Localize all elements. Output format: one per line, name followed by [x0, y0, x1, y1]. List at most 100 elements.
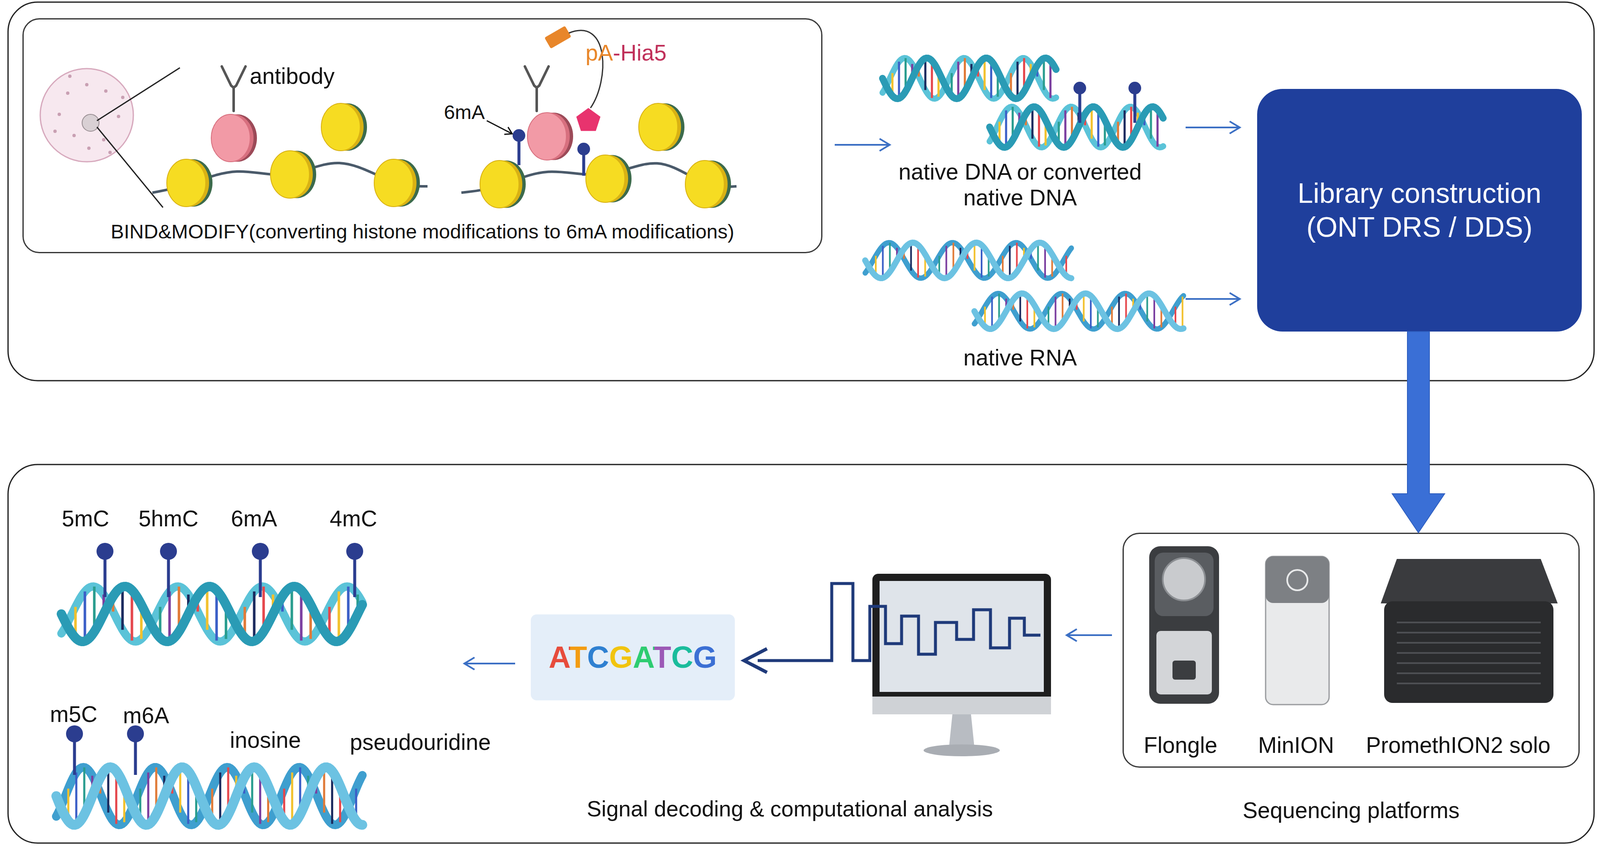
modification-pin	[160, 542, 177, 597]
device-label: Flongle	[1143, 732, 1218, 759]
helix-strand	[61, 586, 363, 642]
disc-face	[638, 103, 678, 151]
disc-face	[480, 160, 519, 208]
minion-logo	[1287, 569, 1308, 591]
base-pair	[253, 591, 256, 641]
base-pair	[1064, 110, 1067, 148]
nucleosome	[270, 150, 317, 199]
base-pair	[1004, 110, 1007, 148]
helix-strand	[882, 57, 1057, 99]
disc-face	[374, 159, 414, 207]
part-label: 6mA	[444, 100, 486, 124]
disc-face	[270, 150, 310, 199]
antibody-symbol	[524, 66, 549, 111]
promethion-body	[1384, 601, 1554, 703]
pin-head	[96, 542, 114, 560]
arrow-shaft	[1066, 634, 1112, 636]
modification-pin	[1128, 81, 1142, 123]
input-panel	[8, 2, 1595, 381]
rna-helix	[56, 766, 363, 825]
cell-speck	[53, 129, 57, 133]
modification-label: 5hmC	[138, 505, 199, 532]
flow-arrow	[1185, 292, 1240, 306]
arrow-head	[464, 657, 475, 670]
output-panel	[8, 464, 1595, 843]
modified-nucleosome	[527, 112, 574, 160]
part-label: antibody	[249, 63, 335, 90]
minion-lid	[1265, 556, 1330, 603]
flongle-port	[1162, 557, 1206, 601]
dna-helix	[882, 57, 1057, 99]
minion-body	[1265, 556, 1330, 705]
monitor-screen	[879, 580, 1044, 692]
base-pair	[957, 61, 960, 99]
nucleosome	[480, 160, 526, 208]
arrow-head	[1066, 628, 1077, 642]
flow-arrow	[1185, 121, 1240, 134]
helix-strand	[61, 586, 363, 642]
nucleosome	[321, 103, 367, 151]
promethion-grille	[1396, 631, 1541, 634]
cell-speck	[108, 150, 112, 155]
promethion-grille	[1396, 641, 1541, 644]
base-pair	[991, 296, 994, 329]
base-pair	[75, 772, 78, 825]
arrow-shaft	[834, 143, 890, 146]
nanopore-signal	[757, 583, 1041, 661]
helix-strand	[989, 106, 1164, 148]
nucleosome	[685, 160, 732, 208]
modification-label: 5mC	[61, 505, 110, 532]
base-pair	[291, 772, 294, 825]
step-label: Signal decoding & computational analysis	[586, 796, 994, 822]
dna-helix	[989, 106, 1164, 148]
base-pair	[168, 591, 172, 641]
pin-head	[577, 142, 591, 156]
cell-speck	[57, 112, 61, 116]
base-pair	[1181, 296, 1184, 329]
modification-pin	[126, 725, 144, 775]
zoom-line	[96, 67, 180, 121]
promethion-grille	[1396, 662, 1541, 664]
modified-nucleosome	[211, 114, 257, 162]
cell-speck	[116, 114, 121, 119]
pin-head	[512, 129, 526, 142]
modification-pin	[66, 725, 83, 775]
pin-head	[66, 725, 83, 743]
arrow-head	[744, 648, 767, 673]
monitor-chin	[872, 696, 1052, 715]
pin-head	[1073, 81, 1087, 95]
base-pair	[945, 245, 948, 279]
molecule-label: native DNA or converted native DNA	[880, 159, 1160, 211]
antibody-symbol	[221, 66, 246, 111]
modification-label: 6mA	[231, 505, 278, 532]
antibody-stem	[232, 87, 235, 111]
nucleosome	[374, 159, 420, 207]
modification-label: 4mC	[329, 505, 378, 532]
modification-pin	[577, 142, 591, 176]
base-pair	[1019, 293, 1021, 322]
base-pair	[1016, 61, 1019, 99]
cell-speck	[102, 137, 106, 142]
molecule-label: native RNA	[963, 344, 1077, 371]
base-pair	[290, 586, 293, 630]
helix-strand	[882, 57, 1057, 99]
pin-head	[1128, 81, 1142, 95]
pin-head	[251, 542, 269, 560]
antibody-stem	[535, 87, 538, 111]
base-pair	[882, 245, 884, 279]
monitor-neck	[948, 714, 975, 748]
arrow-shaft	[464, 662, 516, 665]
cell-speck	[72, 133, 76, 138]
base-pair	[973, 242, 976, 271]
helix-strand	[865, 242, 1072, 279]
modification-label: m6A	[123, 702, 170, 729]
node-text: Library construction (ONT DRS / DDS)	[1257, 176, 1582, 244]
helix-strand	[865, 242, 1072, 279]
cell-speck	[66, 91, 70, 95]
antibody-arms	[524, 66, 549, 88]
base-pair	[219, 772, 222, 825]
disc-face	[211, 114, 251, 162]
base-pair	[910, 242, 912, 271]
base-pair	[1146, 293, 1148, 322]
disc-face	[166, 159, 206, 207]
